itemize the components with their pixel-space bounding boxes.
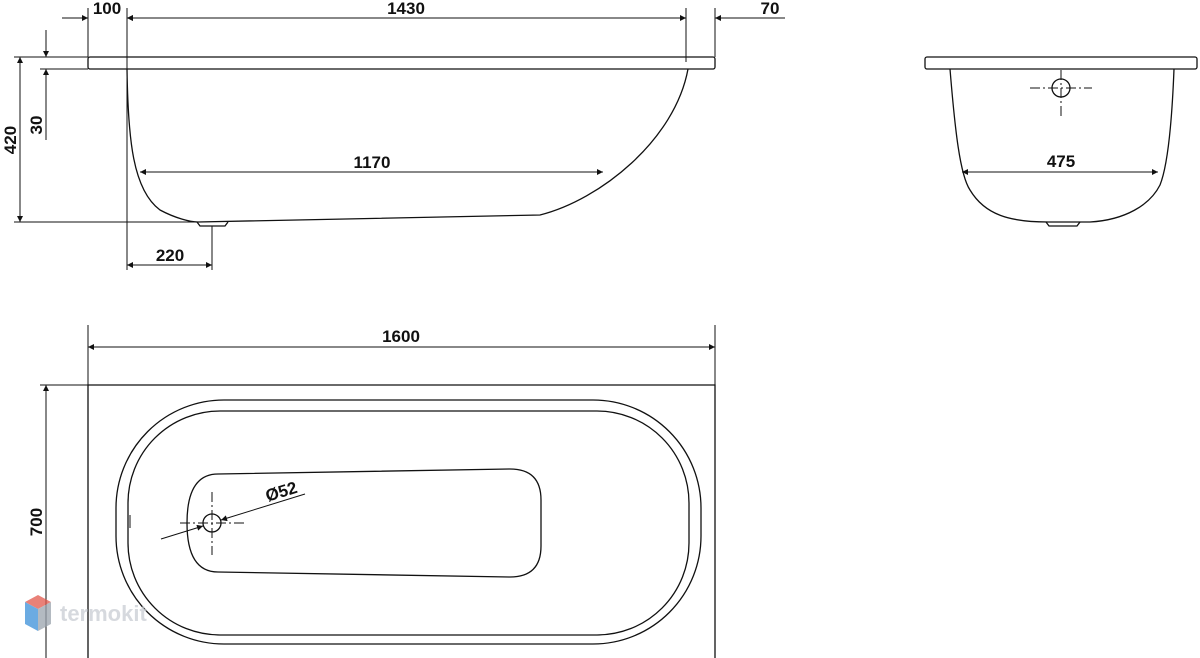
drain-symbol — [180, 492, 244, 555]
dim-bottom-length: 1170 — [354, 153, 391, 172]
dim-bottom-width: 475 — [1047, 152, 1075, 171]
termokit-watermark: termokit — [25, 595, 147, 631]
dim-top-length: 1600 — [382, 327, 420, 346]
top-outer-edge — [87, 384, 716, 658]
dim-inner-length: 1430 — [387, 0, 425, 18]
termokit-logo-icon — [25, 595, 51, 631]
dim-top-width: 700 — [27, 508, 46, 536]
side-view: 100 1430 70 420 30 1170 220 — [1, 0, 785, 270]
end-body-outline — [949, 68, 1175, 223]
side-rim — [87, 56, 716, 70]
top-bottom-flat — [186, 468, 542, 578]
dim-drain-diameter: Ø52 — [263, 478, 299, 506]
top-basin-contour — [127, 410, 690, 636]
side-foot — [196, 221, 229, 227]
dim-left-offset: 100 — [93, 0, 121, 18]
end-view: 475 — [924, 56, 1198, 227]
end-foot — [1045, 221, 1081, 227]
top-rim-contour — [115, 399, 702, 645]
end-overflow-symbol — [1030, 70, 1092, 118]
dim-rim-height: 30 — [27, 116, 46, 135]
watermark-text: termokit — [60, 601, 147, 626]
dim-drain-offset: 220 — [156, 246, 184, 265]
side-body-outline — [126, 68, 689, 223]
dim-total-height: 420 — [1, 126, 20, 154]
end-rim — [924, 56, 1198, 70]
dim-right-offset: 70 — [761, 0, 780, 18]
